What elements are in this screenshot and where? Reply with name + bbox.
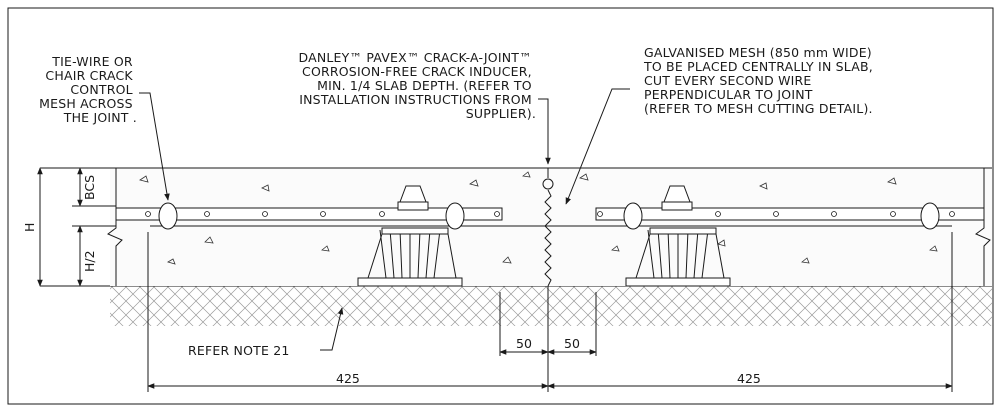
leader-lines <box>139 88 630 351</box>
horizontal-dimensions <box>147 232 953 392</box>
right-bar-chair <box>625 185 731 287</box>
galvanised-line-5: (REFER TO MESH CUTTING DETAIL). <box>644 101 873 116</box>
crack-inducer <box>542 168 554 287</box>
mesh-right <box>595 207 985 221</box>
galvanised-line-3: CUT EVERY SECOND WIRE <box>644 73 812 88</box>
danley-label: DANLEY™ PAVEX™ CRACK-A-JOINT™ CORROSION-… <box>298 50 536 121</box>
drawing-border <box>7 7 994 405</box>
tie-wire-line-5: THE JOINT . <box>63 110 137 125</box>
dim-offset-right: 50 <box>564 336 580 351</box>
aggregate-marks <box>139 171 938 265</box>
dim-h-half: H/2 <box>82 250 97 272</box>
dim-span-right: 425 <box>737 371 761 386</box>
dim-span-left: 425 <box>336 371 360 386</box>
mesh-left <box>115 207 503 221</box>
vertical-dimensions <box>37 167 116 287</box>
danley-line-4: INSTALLATION INSTRUCTIONS FROM <box>299 92 532 107</box>
galvanised-label: GALVANISED MESH (850 mm WIDE) TO BE PLAC… <box>643 45 877 116</box>
refer-note-label: REFER NOTE 21 <box>188 343 290 358</box>
dim-h: H <box>22 223 37 232</box>
galvanised-line-2: TO BE PLACED CENTRALLY IN SLAB, <box>643 59 873 74</box>
danley-line-3: MIN. 1/4 SLAB DEPTH. (REFER TO <box>317 78 532 93</box>
dim-bcs: BCS <box>82 175 97 200</box>
bar-sections <box>158 202 940 230</box>
galvanised-line-4: PERPENDICULAR TO JOINT <box>644 87 813 102</box>
tie-wire-line-4: MESH ACROSS <box>39 96 133 111</box>
dim-offset-left: 50 <box>516 336 532 351</box>
tie-wire-line-3: CONTROL <box>70 82 132 97</box>
tie-wire-line-1: TIE-WIRE OR <box>51 54 133 69</box>
danley-line-1: DANLEY™ PAVEX™ CRACK-A-JOINT™ <box>298 50 531 65</box>
mesh-wire-dots <box>145 211 955 217</box>
danley-line-5: SUPPLIER). <box>466 106 536 121</box>
tie-wire-label: TIE-WIRE OR CHAIR CRACK CONTROL MESH ACR… <box>39 54 137 125</box>
galvanised-line-1: GALVANISED MESH (850 mm WIDE) <box>644 45 872 60</box>
left-bar-chair <box>357 185 463 287</box>
tie-wire-line-2: CHAIR CRACK <box>45 68 133 83</box>
danley-line-2: CORROSION-FREE CRACK INDUCER, <box>302 64 532 79</box>
subgrade-hatch <box>110 286 992 326</box>
